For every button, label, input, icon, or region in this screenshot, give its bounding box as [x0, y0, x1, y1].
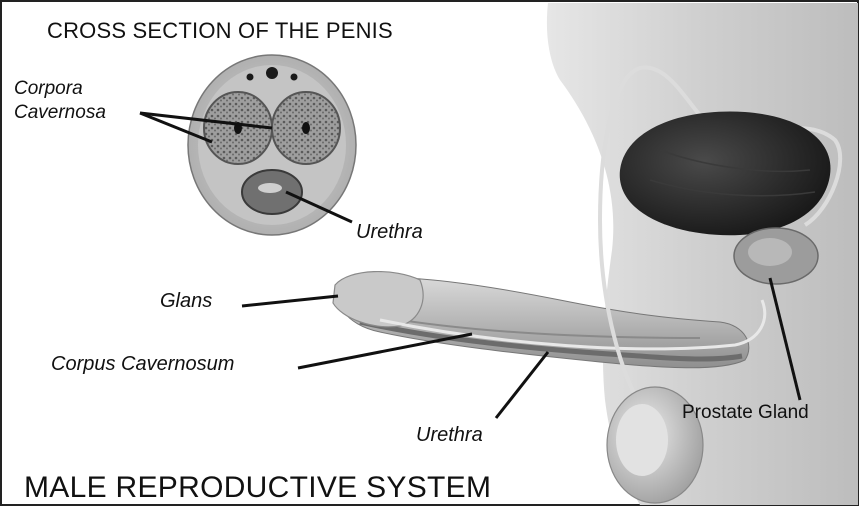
cross-section-figure — [188, 55, 356, 235]
label-urethra: Urethra — [416, 425, 483, 445]
label-corpora-cavernosa: Corpora Cavernosa — [14, 77, 154, 125]
testis-detail — [616, 404, 668, 476]
label-prostate-gland: Prostate Gland — [682, 403, 809, 422]
cross-section-title: CROSS SECTION OF THE PENIS — [47, 20, 393, 42]
main-title: MALE REPRODUCTIVE SYSTEM — [24, 473, 491, 503]
label-corpus-cavernosum: Corpus Cavernosum — [51, 354, 234, 374]
bladder-shape — [620, 112, 831, 236]
label-urethra-cross-section: Urethra — [356, 222, 423, 242]
prostate-detail — [748, 238, 792, 266]
label-glans: Glans — [160, 291, 212, 311]
